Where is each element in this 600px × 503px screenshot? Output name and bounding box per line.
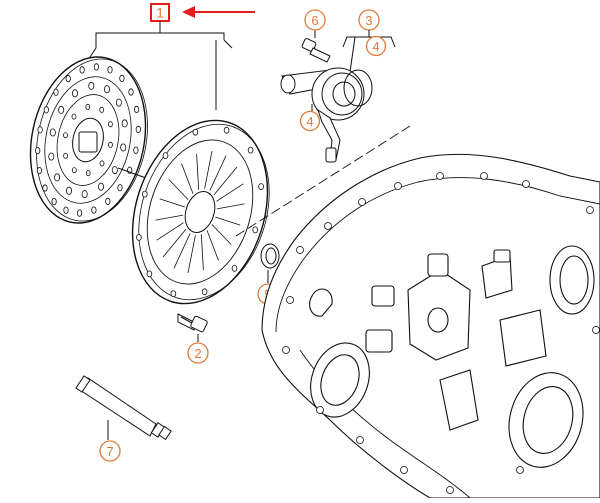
callout-4-top-label: 4 <box>372 39 379 54</box>
callout-2-label: 2 <box>194 346 201 361</box>
release-bearing <box>280 67 373 163</box>
pressure-plate <box>131 119 270 305</box>
callout-4-left-label: 4 <box>306 114 313 129</box>
group-bracket-3 <box>342 30 396 73</box>
bolt-6 <box>301 30 331 63</box>
clutch-disc <box>29 56 148 224</box>
housing-bolts <box>282 172 600 494</box>
callout-2[interactable]: 2 <box>187 342 209 364</box>
gearbox-housing <box>261 153 600 499</box>
callout-1-label: 1 <box>156 5 164 21</box>
seal-ring-5 <box>260 243 280 283</box>
callout-1[interactable]: 1 <box>150 3 170 22</box>
callout-6-label: 6 <box>311 13 318 28</box>
axis-line <box>235 125 411 237</box>
callout-4-left[interactable]: 4 <box>299 110 321 132</box>
callout-4-top[interactable]: 4 <box>365 35 387 57</box>
arrow-left-icon <box>182 6 255 18</box>
callout-7[interactable]: 7 <box>99 440 121 462</box>
callout-7-label: 7 <box>106 444 113 459</box>
grease-tube <box>75 375 172 441</box>
callout-6[interactable]: 6 <box>304 9 326 31</box>
bolt-2 <box>177 313 208 342</box>
callout-3-label: 3 <box>365 13 372 28</box>
callout-3[interactable]: 3 <box>358 9 380 31</box>
